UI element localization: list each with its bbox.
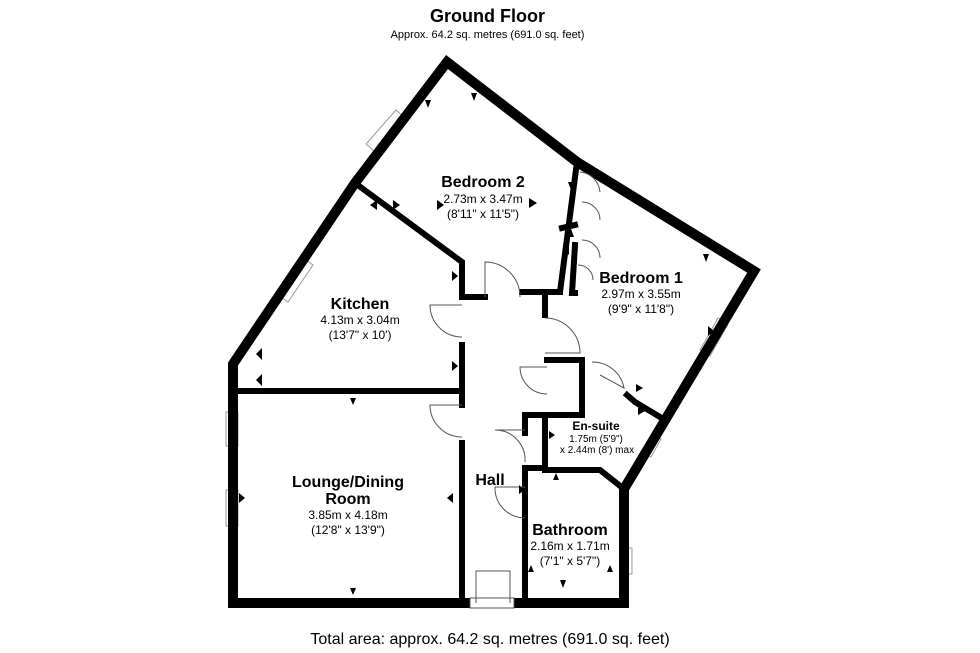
bathroom-metric: 2.16m x 1.71m <box>530 539 609 553</box>
bedroom2-imperial: (8'11" x 11'5") <box>447 207 519 221</box>
door-bedroom1 <box>544 317 581 354</box>
floor-title: Ground Floor <box>430 6 545 26</box>
kitchen-metric: 4.13m x 3.04m <box>320 313 399 327</box>
door-cupboard <box>519 366 548 395</box>
door-swings <box>429 171 625 519</box>
door-wardrobe-4 <box>577 264 594 281</box>
total-area-footer: Total area: approx. 64.2 sq. metres (691… <box>310 631 670 648</box>
lounge-name-line1: Lounge/Dining <box>292 474 404 491</box>
ensuite-dim-line2: x 2.44m (8') max <box>560 445 634 456</box>
bathroom-imperial: (7'1" x 5'7") <box>540 554 600 568</box>
door-wardrobe-1 <box>579 171 601 193</box>
ensuite-dim-line1: 1.75m (5'9") <box>569 434 623 445</box>
door-lounge <box>429 404 463 438</box>
door-wardrobe-2 <box>581 201 601 221</box>
door-wardrobe-3 <box>581 239 601 259</box>
kitchen-name: Kitchen <box>331 296 390 313</box>
door-bedroom2 <box>484 261 521 298</box>
hall-name: Hall <box>475 472 504 489</box>
front-door <box>469 570 515 609</box>
door-kitchen <box>429 304 463 338</box>
bedroom1-imperial: (9'9" x 11'8") <box>608 302 674 316</box>
outer-walls <box>228 54 761 608</box>
door-ensuite <box>591 361 625 389</box>
bedroom2-metric: 2.73m x 3.47m <box>443 192 522 206</box>
door-hall-store <box>494 429 526 463</box>
bedroom1-metric: 2.97m x 3.55m <box>601 287 680 301</box>
lounge-metric: 3.85m x 4.18m <box>308 508 387 522</box>
radiator-markers <box>239 93 714 595</box>
lounge-imperial: (12'8" x 13'9") <box>311 523 385 537</box>
lounge-name-line2: Room <box>325 491 370 508</box>
bedroom2-name: Bedroom 2 <box>441 174 525 191</box>
inner-walls <box>230 158 665 606</box>
bathroom-name: Bathroom <box>532 522 608 539</box>
ensuite-name: En-suite <box>572 419 620 433</box>
door-bathroom <box>494 486 526 519</box>
bedroom1-name: Bedroom 1 <box>599 270 683 287</box>
floor-area-subtitle: Approx. 64.2 sq. metres (691.0 sq. feet) <box>390 29 585 41</box>
kitchen-imperial: (13'7" x 10') <box>329 328 392 342</box>
